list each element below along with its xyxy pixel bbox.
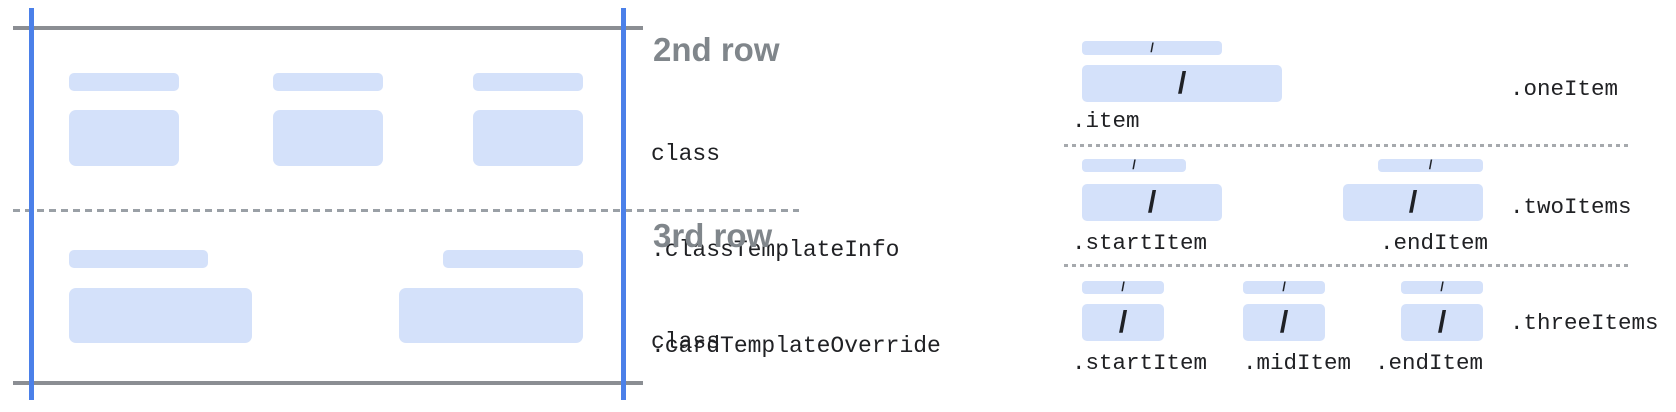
item-value-bar: / [1082,304,1164,341]
code-path-block-3rd: class .classTemplateInfo .cardTemplateOv… [651,262,982,412]
item-label-threeItems-midItem: .midItem [1243,350,1352,376]
item-label-bar: / [1082,279,1164,294]
slash-glyph: / [1132,157,1136,172]
item-value-bar: / [1082,65,1282,102]
field-value-placeholder [273,110,383,166]
code-line: class [651,141,721,167]
slash-glyph: / [1437,304,1447,339]
card-row-divider-dashed-line [13,209,799,212]
field-value-placeholder [69,110,179,166]
code-line: class [651,329,721,355]
slash-glyph: / [1408,184,1418,219]
layout-label-twoItems: .twoItems [1510,194,1632,220]
item-label-bar: / [1401,279,1483,294]
card-left-guide-line [29,8,34,400]
slash-glyph: / [1177,65,1187,100]
layout-label-threeItems: .threeItems [1510,310,1659,336]
item-value-bar: / [1243,304,1325,341]
field-label-placeholder [69,250,208,268]
item-label-bar: / [1082,41,1222,55]
item-label-bar: / [1243,279,1325,294]
item-label-bar: / [1378,157,1483,172]
item-value-bar: / [1401,304,1483,341]
item-label-bar: / [1082,157,1186,172]
row-heading-2nd: 2nd row [653,31,780,68]
field-label-placeholder [69,73,179,91]
field-label-placeholder [473,73,583,91]
row-heading-3rd: 3rd row [653,217,773,254]
card-bottom-edge-line [13,381,643,385]
layout-separator-dashed-line [1064,144,1628,147]
card-top-edge-line [13,26,643,30]
slash-glyph: / [1440,279,1444,294]
item-value-bar: / [1343,184,1483,221]
code-path-block-2nd: class .classTemplateInfo .cardTemplateOv… [651,74,982,412]
code-line: .classTemplateInfo [651,237,900,263]
slash-glyph: / [1150,39,1154,55]
slash-glyph: / [1279,304,1289,339]
item-value-bar: / [1082,184,1222,221]
code-line: .cardTemplateOverride [651,333,941,359]
field-value-placeholder [399,288,583,343]
item-label-threeItems-endItem: .endItem [1375,350,1484,376]
field-value-placeholder [69,288,252,343]
item-label-threeItems-startItem: .startItem [1072,350,1208,376]
field-label-placeholder [443,250,583,268]
field-value-placeholder [473,110,583,166]
slash-glyph: / [1147,184,1157,219]
field-label-placeholder [273,73,383,91]
layout-label-oneItem: .oneItem [1510,76,1619,102]
slash-glyph: / [1428,157,1433,172]
card-right-guide-line [621,8,626,400]
slash-glyph: / [1282,279,1286,294]
item-label-twoItems-startItem: .startItem [1072,230,1208,256]
item-label-twoItems-endItem: .endItem [1380,230,1489,256]
item-label-oneItem-item: .item [1072,108,1140,134]
layout-separator-dashed-line [1064,264,1628,267]
slash-glyph: / [1118,304,1128,339]
slash-glyph: / [1121,279,1125,294]
